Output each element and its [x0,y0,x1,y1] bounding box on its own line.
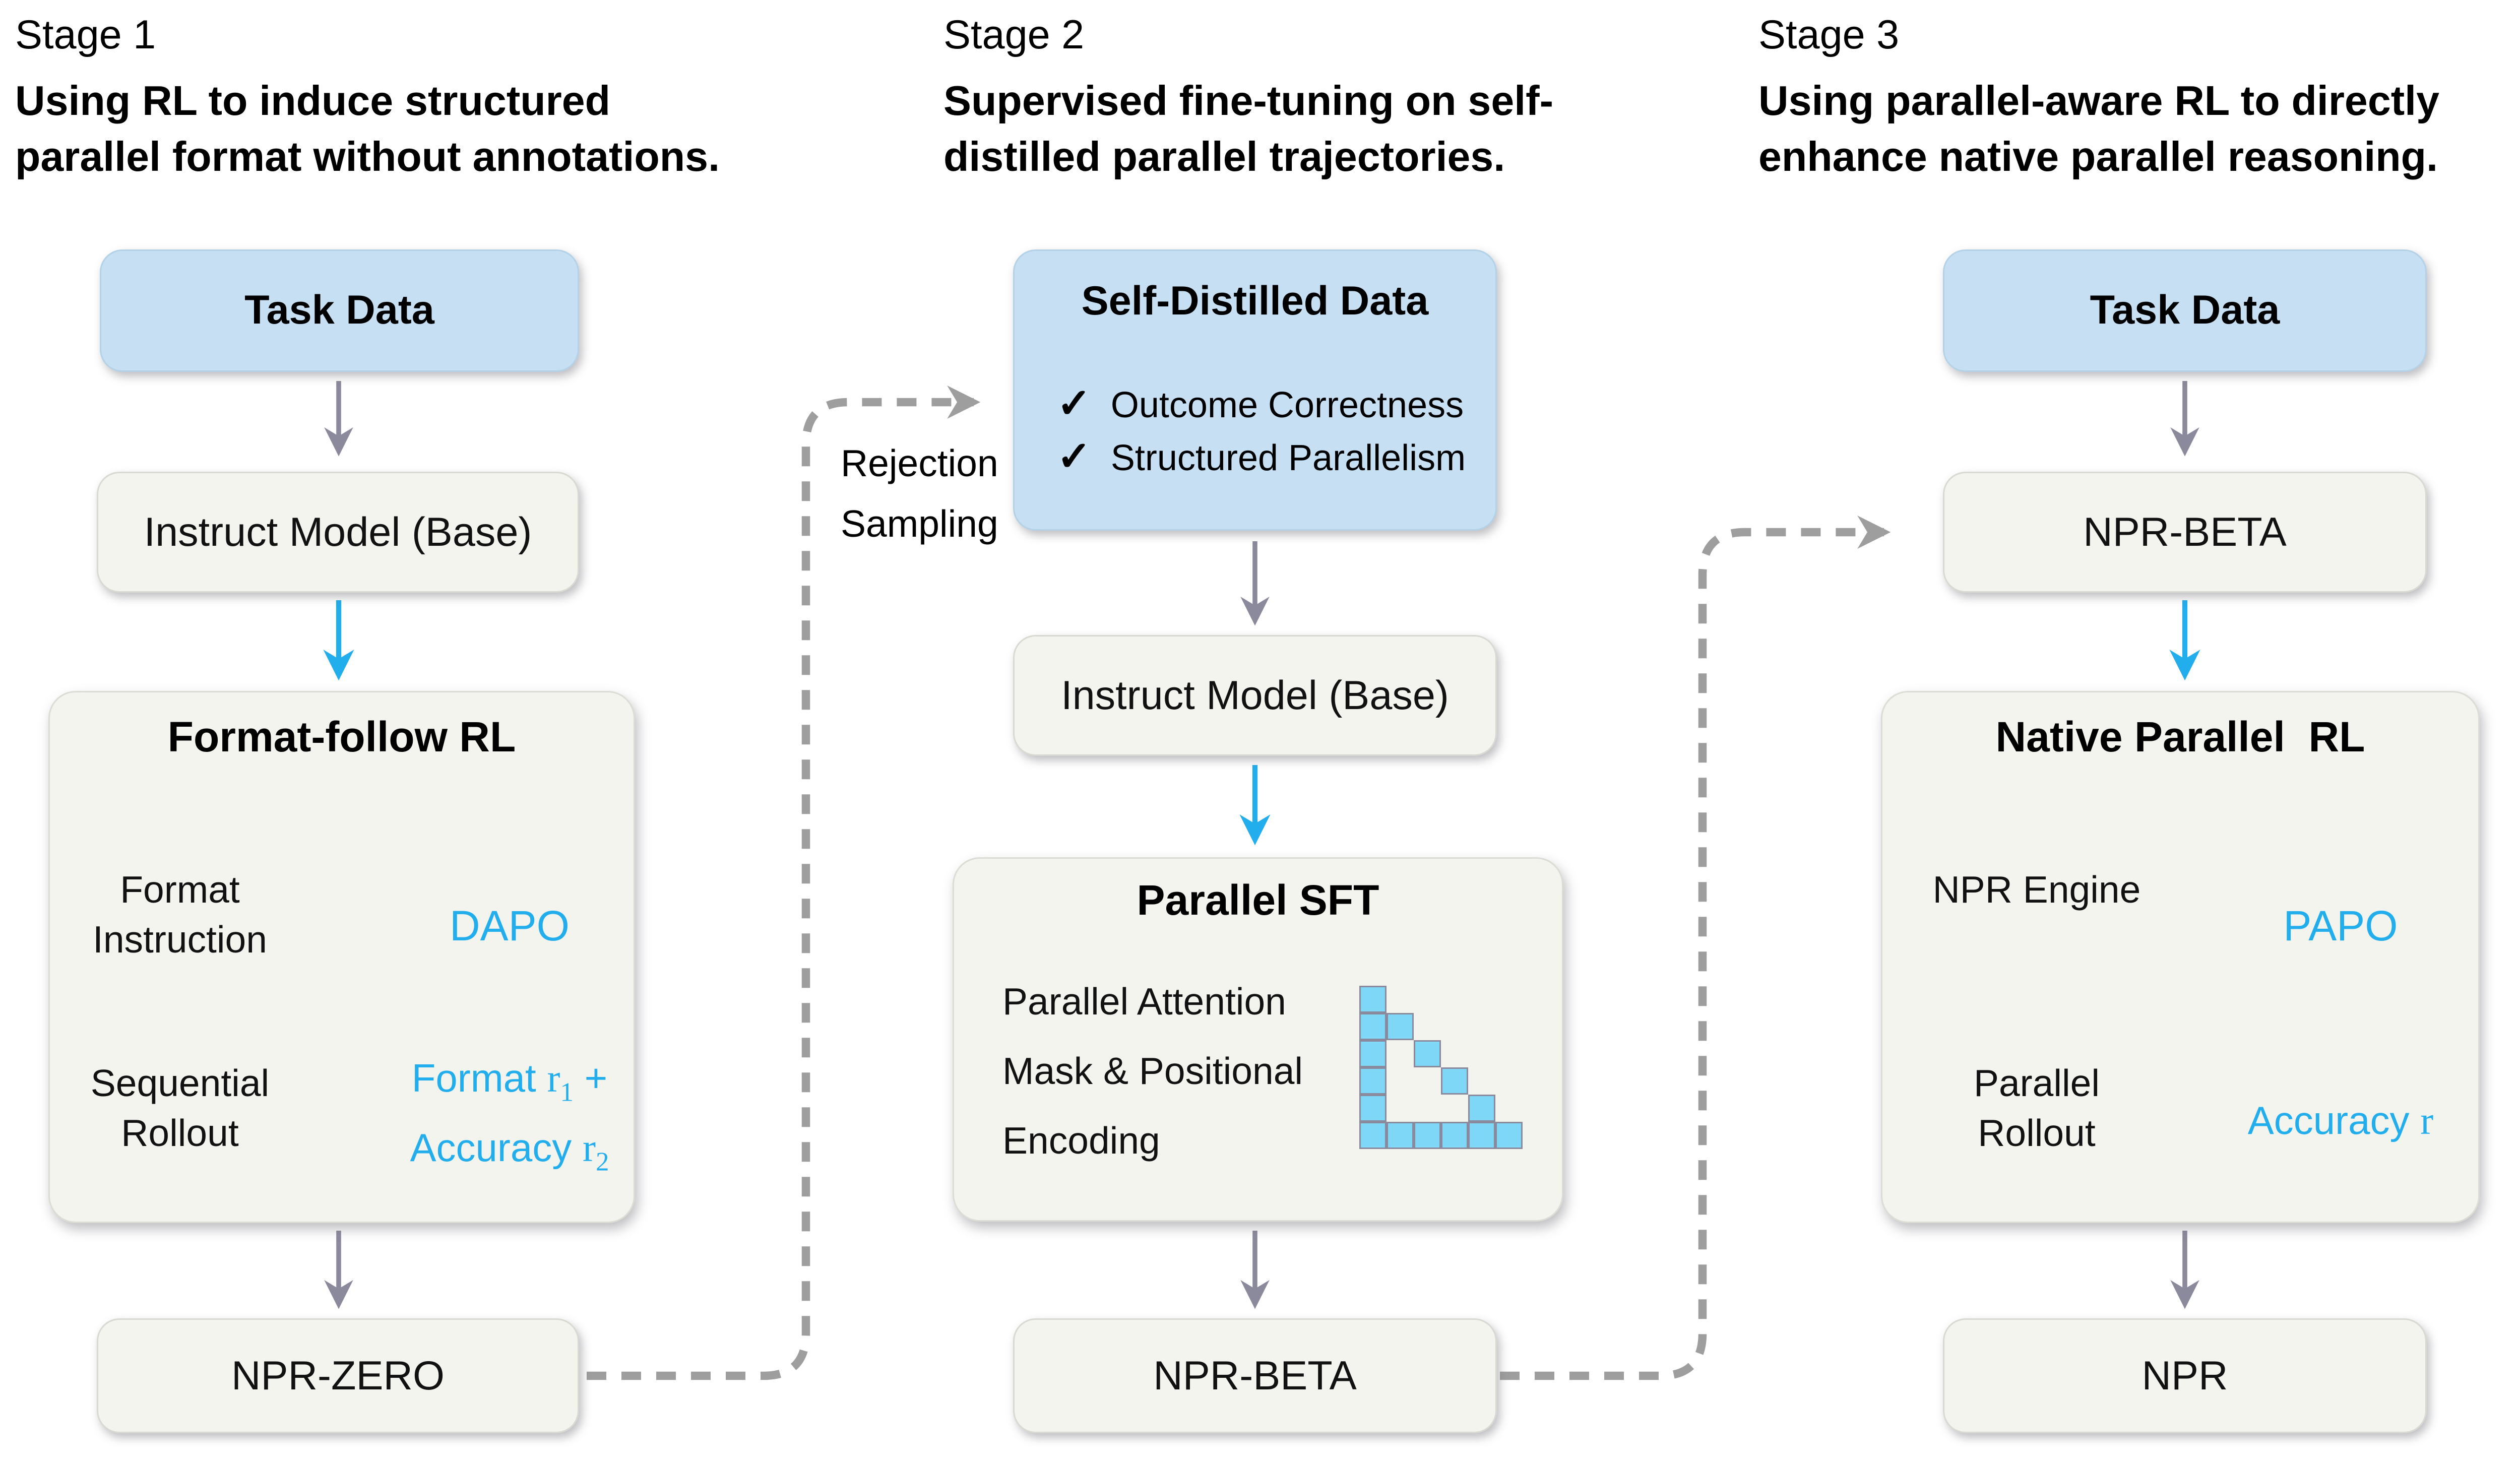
checklist-item: ✓ Structured Parallelism [1057,434,1466,487]
mask-cell-empty [1495,1067,1523,1095]
mask-cell-filled [1387,1122,1414,1149]
parallel-sft-lines: Parallel Attention Mask & Positional Enc… [1002,968,1303,1176]
mask-cell-empty [1468,1013,1495,1040]
mask-cell-filled [1359,1013,1387,1040]
mask-cell-empty [1387,1040,1414,1067]
instruct-model-label-s1: Instruct Model (Base) [144,508,532,554]
sequential-rollout-node: Sequential Rollout [90,1063,270,1155]
instruct-model-box-s1: Instruct Model (Base) [97,472,579,593]
parallel-sft-panel: Parallel SFT Parallel Attention Mask & P… [953,857,1563,1222]
dapo-label: DAPO [449,903,570,949]
stage3-description-line1: Using parallel-aware RL to directly [1758,77,2439,124]
mask-cell-empty [1414,986,1441,1013]
instruct-model-label-s2: Instruct Model (Base) [1061,672,1449,718]
checklist-item-label: Structured Parallelism [1110,438,1466,479]
checklist-item-label: Outcome Correctness [1110,386,1464,426]
npr-zero-label: NPR-ZERO [231,1352,445,1398]
rejection-sampling-line2: Sampling [841,503,998,546]
attention-mask-icon [1359,986,1523,1149]
self-distilled-title: Self-Distilled Data [1081,278,1429,324]
accuracy-reward: Accuracy r [2174,1093,2507,1149]
mask-cell-filled [1359,986,1387,1013]
mask-cell-filled [1387,1013,1414,1040]
stage2-label: Stage 2 [943,12,1085,57]
accuracy-line: Accuracy r [2247,1098,2434,1143]
mask-cell-filled [1441,1122,1468,1149]
rejection-sampling-line1: Rejection [841,443,998,485]
mask-cell-filled [1359,1040,1387,1067]
native-parallel-rl-title: Native Parallel RL [1995,714,2365,760]
npr-box: NPR [1943,1318,2427,1433]
mask-cell-empty [1441,1040,1468,1067]
reward-line1: Format r1 + [411,1055,608,1107]
stage2-description-line2: distilled parallel trajectories. [943,133,1505,180]
mask-cell-empty [1414,1067,1441,1095]
mask-cell-empty [1441,986,1468,1013]
stage3-description-line2: enhance native parallel reasoning. [1758,133,2438,180]
stage2-description: Supervised fine-tuning on self- distille… [943,73,1553,184]
npr-beta-box-s2: NPR-BETA [1013,1318,1497,1433]
rejection-sampling-label: Rejection Sampling [841,434,998,555]
stage1-description-line1: Using RL to induce structured [15,77,611,124]
mask-cell-empty [1495,1013,1523,1040]
npr-beta-label-s3: NPR-BETA [2083,508,2287,554]
task-data-box-s1: Task Data [100,249,579,372]
mask-cell-empty [1468,1040,1495,1067]
parallel-sft-line1: Parallel Attention [1002,981,1286,1024]
papo-label: PAPO [2283,903,2398,949]
mask-cell-filled [1495,1122,1523,1149]
npr-zero-box: NPR-ZERO [97,1318,579,1433]
parallel-sft-line2: Mask & Positional [1002,1051,1303,1093]
npr-label: NPR [2141,1352,2228,1398]
stage3-description: Using parallel-aware RL to directly enha… [1758,73,2439,184]
stage2-description-line1: Supervised fine-tuning on self- [943,77,1554,124]
check-icon: ✓ [1057,381,1091,426]
stage3-label: Stage 3 [1758,12,1900,57]
instruct-model-box-s2: Instruct Model (Base) [1013,635,1497,756]
checklist-item: ✓ Outcome Correctness [1057,381,1466,434]
self-distilled-data-box: Self-Distilled Data ✓ Outcome Correctnes… [1013,249,1497,531]
mask-cell-empty [1495,1095,1523,1122]
format-follow-rl-panel: Format-follow RL Format Instruction Sequ… [48,691,635,1223]
mask-cell-empty [1495,1040,1523,1067]
mask-cell-filled [1359,1122,1387,1149]
mask-cell-filled [1414,1040,1441,1067]
mask-cell-empty [1414,1095,1441,1122]
mask-cell-filled [1414,1122,1441,1149]
mask-cell-empty [1441,1013,1468,1040]
stage1-label: Stage 1 [15,12,156,57]
reward-line2: Accuracy r2 [410,1125,609,1177]
parallel-rollout-node: Parallel Rollout [1973,1063,2100,1155]
mask-cell-empty [1387,1067,1414,1095]
mask-cell-empty [1387,986,1414,1013]
check-icon: ✓ [1057,434,1091,479]
mask-cell-filled [1468,1122,1495,1149]
stage1-description-line2: parallel format without annotations. [15,133,720,180]
mask-cell-empty [1468,986,1495,1013]
format-follow-rl-title: Format-follow RL [167,714,516,760]
mask-cell-empty [1414,1013,1441,1040]
npr-engine-node: NPR Engine [1932,869,2141,912]
parallel-sft-title: Parallel SFT [1137,877,1379,924]
mask-cell-filled [1359,1067,1387,1095]
mask-cell-filled [1359,1095,1387,1122]
format-instruction-node: Format Instruction [92,869,268,962]
native-parallel-rl-panel: Native Parallel RL NPR Engine Parallel R… [1881,691,2480,1223]
parallel-sft-line3: Encoding [1002,1120,1160,1163]
task-data-label-s3: Task Data [2090,287,2280,333]
format-accuracy-reward: Format r1 + Accuracy r2 [343,1051,676,1190]
task-data-box-s3: Task Data [1943,249,2427,372]
mask-cell-empty [1468,1067,1495,1095]
task-data-label-s1: Task Data [244,287,434,333]
mask-cell-empty [1387,1095,1414,1122]
mask-cell-empty [1495,986,1523,1013]
mask-cell-filled [1441,1067,1468,1095]
stage1-description: Using RL to induce structured parallel f… [15,73,720,184]
npr-beta-label-s2: NPR-BETA [1153,1352,1357,1398]
mask-cell-filled [1468,1095,1495,1122]
npr-beta-box-s3: NPR-BETA [1943,472,2427,593]
self-distilled-checklist: ✓ Outcome Correctness ✓ Structured Paral… [1057,381,1466,487]
mask-cell-empty [1441,1095,1468,1122]
